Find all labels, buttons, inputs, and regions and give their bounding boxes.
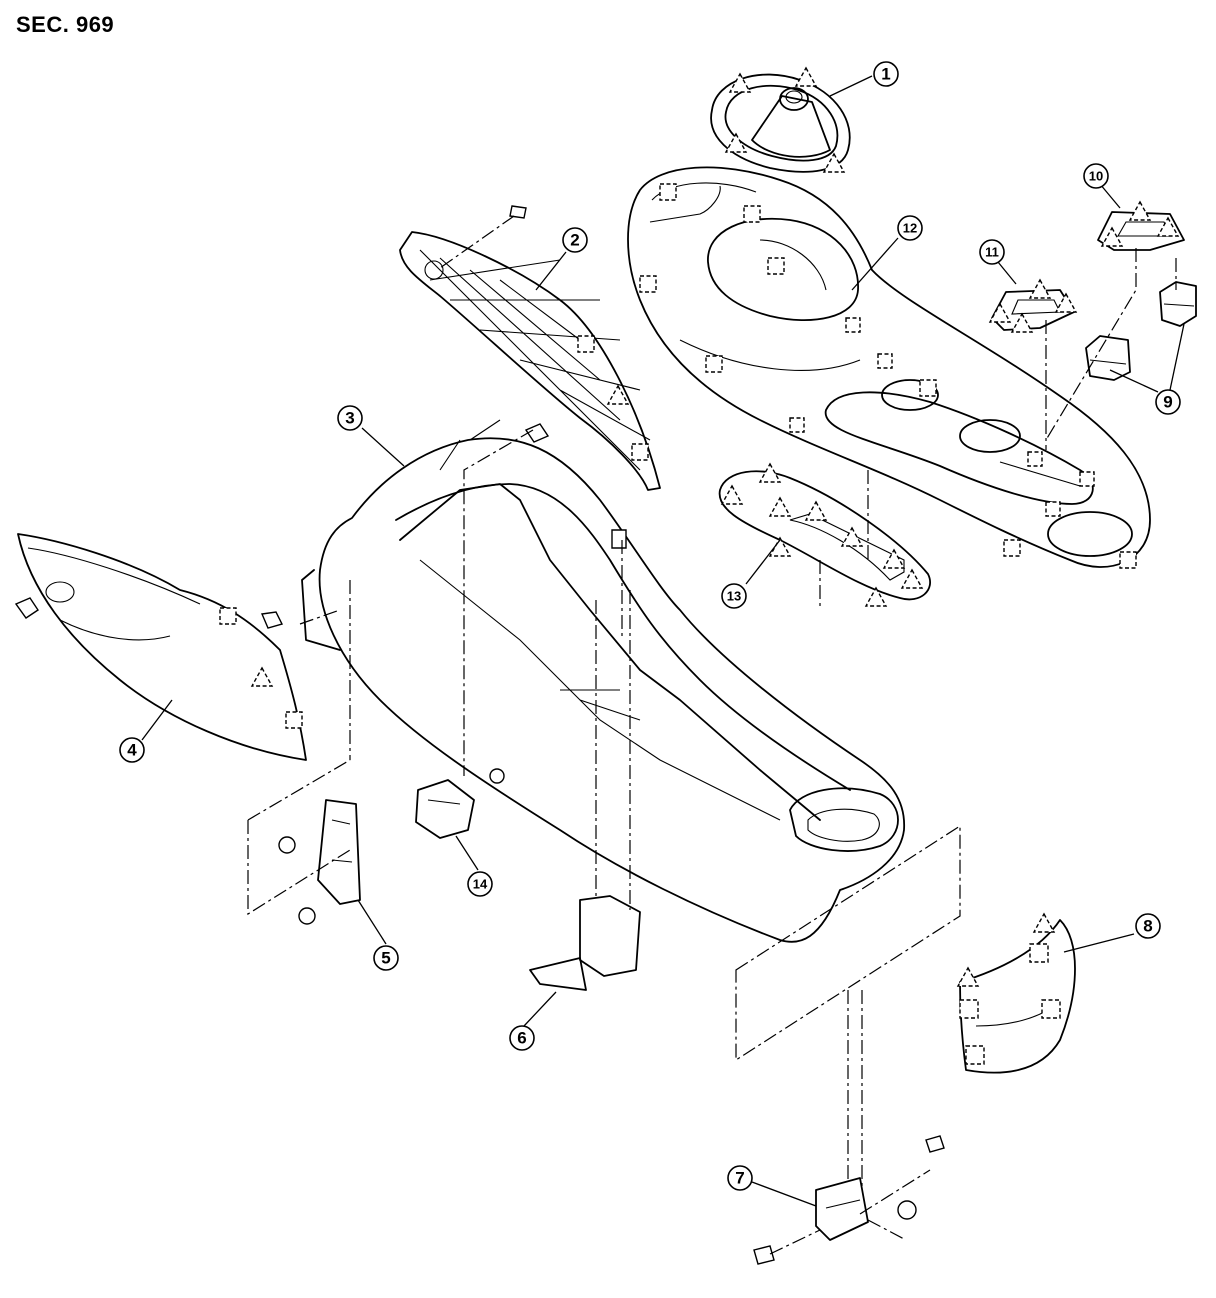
callout-2-label: 2 <box>570 231 579 250</box>
callout-12-label: 12 <box>903 221 917 236</box>
callout-4: 4 <box>119 737 145 763</box>
bracket-part <box>317 799 361 905</box>
fastener-group <box>14 423 945 1265</box>
callout-1: 1 <box>873 61 899 87</box>
console-body-part <box>301 419 905 943</box>
callout-7-label: 7 <box>735 1169 744 1188</box>
callout-8-label: 8 <box>1143 917 1152 936</box>
callout-4-label: 4 <box>127 741 137 760</box>
callout-7: 7 <box>727 1165 753 1191</box>
callout-6: 6 <box>509 1025 535 1051</box>
callout-leaders <box>141 75 1185 1207</box>
rear-bracket-part <box>815 1177 869 1241</box>
grid-bracket-part <box>399 205 661 491</box>
callout-2: 2 <box>562 227 588 253</box>
callout-9-label: 9 <box>1163 393 1172 412</box>
small-bracket-part <box>415 779 475 839</box>
callout-9: 9 <box>1155 389 1181 415</box>
stay-part <box>529 895 641 991</box>
callout-6-label: 6 <box>517 1029 526 1048</box>
side-finisher-part <box>17 533 307 761</box>
callout-13: 13 <box>721 583 747 609</box>
callout-3: 3 <box>337 405 363 431</box>
callout-10-label: 10 <box>1089 169 1103 184</box>
callout-13-label: 13 <box>727 589 741 604</box>
section-label: SEC. 969 <box>16 12 115 37</box>
switch-part <box>1085 281 1197 381</box>
callout-5: 5 <box>373 945 399 971</box>
console-inner-panel-part <box>718 470 931 601</box>
callout-14: 14 <box>467 871 493 897</box>
callout-1-label: 1 <box>881 65 890 84</box>
assembly-lines <box>247 215 1177 1255</box>
callout-11-label: 11 <box>985 245 999 260</box>
callout-3-label: 3 <box>345 409 354 428</box>
callout-12: 12 <box>897 215 923 241</box>
clip-markers <box>219 66 1180 1065</box>
switch-bezel-large-part <box>1097 211 1185 251</box>
callout-5-label: 5 <box>381 949 390 968</box>
callout-8: 8 <box>1135 913 1161 939</box>
shift-boot-part <box>710 73 851 173</box>
callout-11: 11 <box>979 239 1005 265</box>
callout-14-label: 14 <box>473 877 488 892</box>
callout-10: 10 <box>1083 163 1109 189</box>
